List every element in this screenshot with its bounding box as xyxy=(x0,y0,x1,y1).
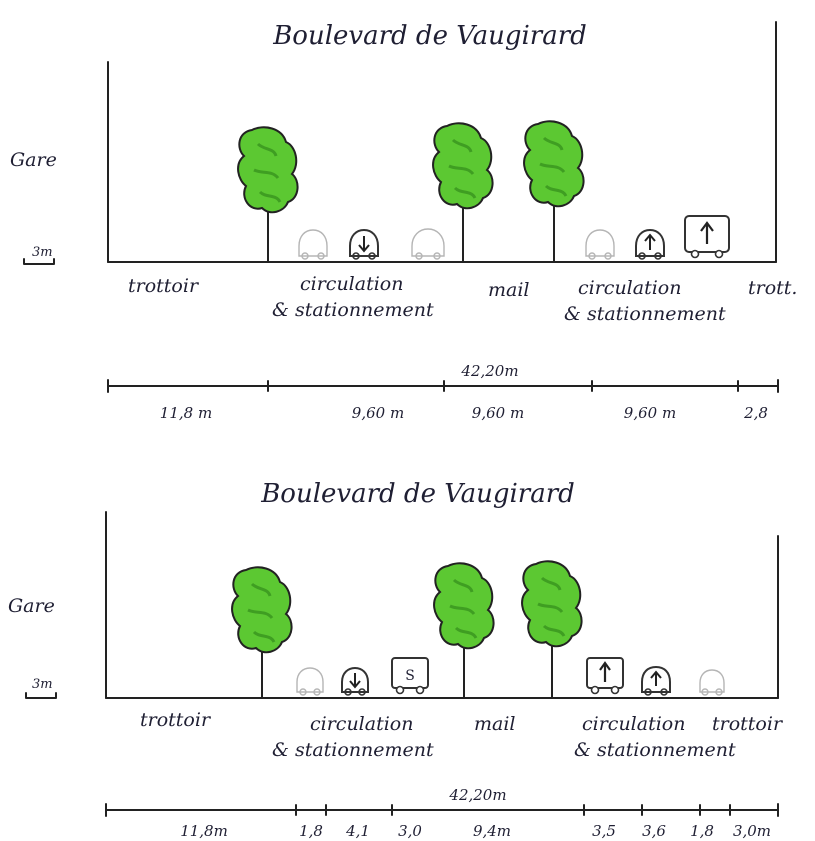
segment-label: 9,4m xyxy=(473,822,511,840)
segment-label: 2,8 xyxy=(743,404,768,422)
car-icon xyxy=(635,228,665,260)
section-proposed: Boulevard de Vaugirard Gare 3m xyxy=(8,479,784,840)
zone-label: trott. xyxy=(748,277,797,299)
scale-label: 3m xyxy=(32,245,53,260)
segment-label: 3,0 xyxy=(398,822,422,840)
zone-label: trottoir xyxy=(712,713,784,735)
section-title: Boulevard de Vaugirard xyxy=(260,479,575,509)
section-title: Boulevard de Vaugirard xyxy=(272,21,587,51)
zone-label: & stationnement xyxy=(272,299,434,321)
segment-label: 4,1 xyxy=(345,822,370,840)
zone-label: mail xyxy=(474,713,516,735)
bus-icon xyxy=(684,215,730,259)
bus-icon xyxy=(586,657,624,695)
arrow-down-icon xyxy=(349,673,361,689)
section-existing: Boulevard de Vaugirard Gare 3m xyxy=(10,21,797,422)
arrow-up-icon xyxy=(650,670,662,686)
car-icon xyxy=(341,666,369,696)
car-icon xyxy=(349,228,379,260)
tree-icon xyxy=(230,565,294,699)
zone-label: & stationnement xyxy=(574,739,736,761)
zone-label: circulation xyxy=(578,277,681,299)
zone-label: circulation xyxy=(310,713,413,735)
arrow-up-icon xyxy=(644,233,656,250)
bus-stop-sign: S xyxy=(405,668,415,684)
total-width-label: 42,20m xyxy=(448,786,506,804)
arrow-up-icon xyxy=(599,661,611,682)
zone-label: mail xyxy=(488,279,530,301)
zone-label: & stationnement xyxy=(564,303,726,325)
tree-icon xyxy=(522,119,586,263)
total-width-label: 42,20m xyxy=(460,362,518,380)
car-icon xyxy=(698,666,726,696)
scale-bar xyxy=(23,258,55,265)
tree-icon xyxy=(520,559,584,699)
bus-icon: S xyxy=(391,657,429,695)
scale-label: 3m xyxy=(32,677,53,692)
car-icon xyxy=(641,665,671,696)
zone-label: trottoir xyxy=(140,709,212,731)
segment-label: 3,6 xyxy=(642,822,666,840)
zone-label: trottoir xyxy=(128,275,200,297)
car-icon xyxy=(298,229,328,260)
tree-icon xyxy=(432,561,496,699)
segment-label: 11,8m xyxy=(180,822,228,840)
segment-label: 1,8 xyxy=(690,822,714,840)
car-icon xyxy=(296,666,324,696)
zone-label: & stationnement xyxy=(272,739,434,761)
segment-label: 3,5 xyxy=(592,822,616,840)
segment-label: 9,60 m xyxy=(352,404,404,422)
dimension-ticks xyxy=(107,379,779,393)
dimension-ticks xyxy=(105,803,779,817)
side-label-gare: Gare xyxy=(8,595,55,617)
arrow-up-icon xyxy=(700,221,714,244)
segment-label: 1,8 xyxy=(299,822,323,840)
zone-label: circulation xyxy=(300,273,403,295)
arrow-down-icon xyxy=(358,236,370,253)
car-icon xyxy=(411,228,445,260)
zone-label: circulation xyxy=(582,713,685,735)
segment-label: 11,8 m xyxy=(160,404,212,422)
tree-icon xyxy=(236,125,300,263)
car-icon xyxy=(585,229,615,260)
segment-label: 9,60 m xyxy=(472,404,524,422)
scale-bar xyxy=(25,692,57,699)
segment-label: 9,60 m xyxy=(624,404,676,422)
side-label-gare: Gare xyxy=(10,149,57,171)
tree-icon xyxy=(431,121,495,263)
segment-label: 3,0m xyxy=(733,822,771,840)
